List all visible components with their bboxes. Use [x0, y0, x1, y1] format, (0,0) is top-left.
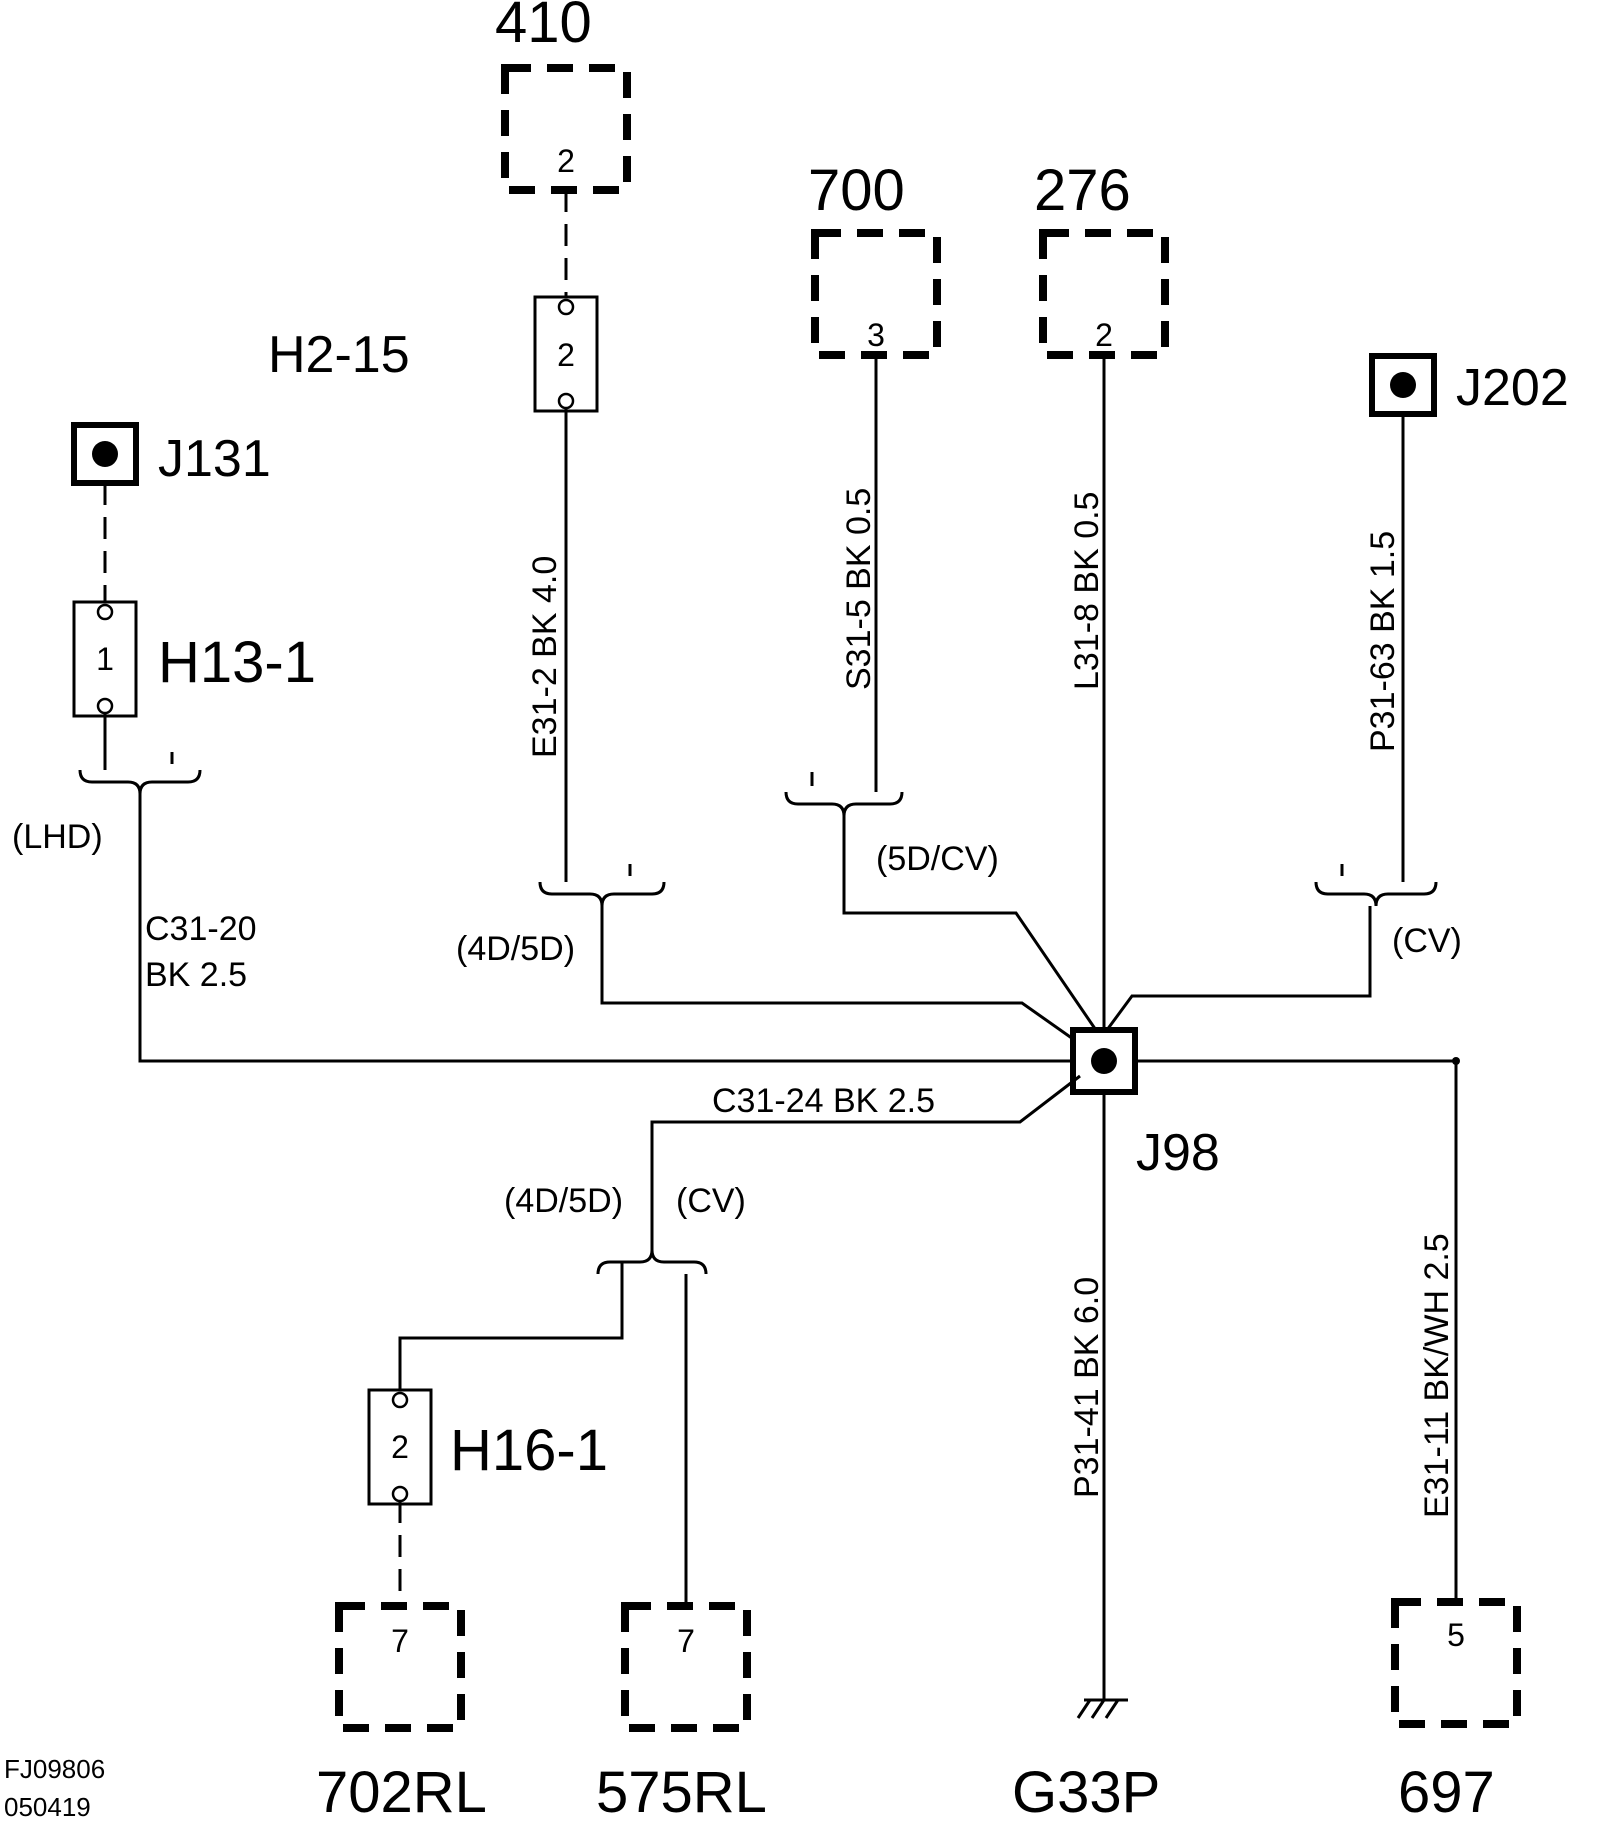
wire-s31-5-run — [842, 816, 1102, 1037]
brace-c31-20 — [78, 769, 202, 795]
brace-s31-5 — [784, 791, 904, 817]
wire-branch-4d5d — [398, 1262, 624, 1390]
connector-h2-15: H2-15 2 — [268, 295, 599, 413]
wire-c31-20-label-1: C31-20 — [145, 910, 257, 948]
wire-p31-63-label: P31-63 BK 1.5 — [1364, 531, 1402, 752]
component-702rl-label: 702RL — [316, 1760, 487, 1825]
component-700: 700 3 — [808, 158, 941, 359]
component-575rl-pin: 7 — [677, 1623, 695, 1659]
component-702rl: 7 702RL — [316, 1602, 487, 1825]
splice-j202-label: J202 — [1456, 359, 1569, 417]
component-410: 410 2 — [495, 0, 631, 194]
component-697: 5 697 — [1391, 1598, 1521, 1825]
option-cv-right: (CV) — [1392, 922, 1462, 960]
component-410-label: 410 — [495, 0, 592, 55]
wire-p31-41-label: P31-41 BK 6.0 — [1068, 1277, 1106, 1498]
component-276: 276 2 — [1034, 158, 1169, 359]
option-cv-bottom: (CV) — [676, 1182, 746, 1220]
figure-date-code: 050419 — [4, 1792, 91, 1822]
component-697-pin: 5 — [1447, 1617, 1465, 1653]
connector-h13-1-pin: 1 — [96, 641, 114, 677]
component-575rl-label: 575RL — [596, 1760, 767, 1825]
connector-h16-1-pin: 2 — [391, 1429, 409, 1465]
component-276-label: 276 — [1034, 158, 1131, 223]
connector-h13-1-label: H13-1 — [158, 630, 316, 695]
wire-p31-63-run — [1102, 906, 1372, 1035]
option-lhd: (LHD) — [12, 818, 103, 856]
component-697-label: 697 — [1398, 1760, 1495, 1825]
brace-c31-24 — [596, 1249, 708, 1275]
component-702rl-pin: 7 — [391, 1623, 409, 1659]
wire-e31-11-label: E31-11 BK/WH 2.5 — [1418, 1233, 1456, 1518]
figure-code: FJ09806 — [4, 1754, 105, 1784]
wire-c31-20 — [138, 794, 1072, 1063]
wire-c31-20-label-2: BK 2.5 — [145, 956, 247, 994]
wire-l31-8-label: L31-8 BK 0.5 — [1068, 492, 1106, 690]
splice-j98-label: J98 — [1136, 1124, 1220, 1182]
ground-label: G33P — [1012, 1760, 1160, 1825]
wire-c31-24-label: C31-24 BK 2.5 — [712, 1082, 935, 1120]
component-410-pin: 2 — [557, 143, 575, 179]
wire-s31-5-label: S31-5 BK 0.5 — [840, 488, 878, 690]
connector-h13-1: 1 H13-1 — [72, 600, 316, 718]
splice-j131: J131 — [71, 422, 271, 488]
wire-c31-24 — [650, 1074, 1081, 1250]
component-276-pin: 2 — [1095, 317, 1113, 353]
option-4d5d-top: (4D/5D) — [456, 930, 575, 968]
option-4d5d-bottom: (4D/5D) — [504, 1182, 623, 1220]
connector-h16-1-label: H16-1 — [450, 1418, 608, 1483]
splice-j131-label: J131 — [158, 430, 271, 488]
brace-e31-2 — [538, 881, 666, 907]
wire-e31-2-label: E31-2 BK 4.0 — [526, 556, 564, 758]
component-575rl: 7 575RL — [596, 1602, 767, 1825]
connector-h2-15-label: H2-15 — [268, 326, 410, 384]
ground-icon — [1076, 1698, 1128, 1719]
brace-p31-63 — [1314, 881, 1438, 907]
splice-j202: J202 — [1369, 353, 1569, 417]
wire-e31-2-run — [600, 906, 1101, 1060]
connector-h2-15-pin: 2 — [557, 337, 575, 373]
component-700-label: 700 — [808, 158, 905, 223]
connector-h16-1: 2 H16-1 — [367, 1388, 608, 1506]
splice-j98: J98 — [1070, 1027, 1220, 1182]
component-700-pin: 3 — [867, 317, 885, 353]
option-5d-cv: (5D/CV) — [876, 840, 999, 878]
